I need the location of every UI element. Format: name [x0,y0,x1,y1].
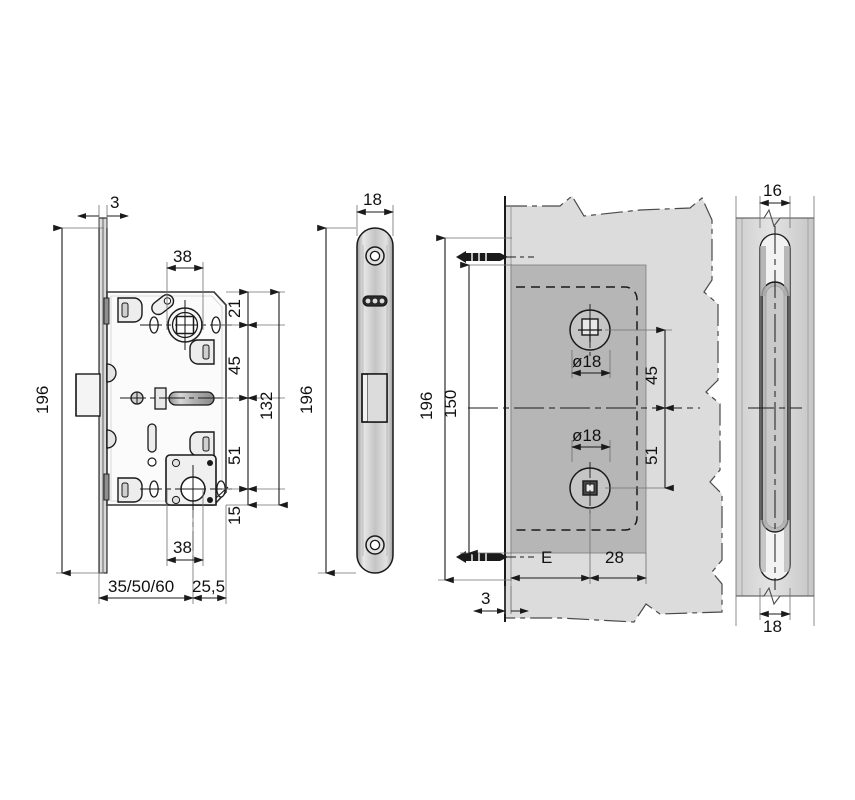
dim-label-3-install: 3 [481,589,490,608]
door-installation-view: 196 150 ø18 ø18 45 51 E [417,195,723,623]
dim-label-d18-bottom: ø18 [572,426,601,445]
dim-label-196-side: 196 [297,386,316,414]
side-view: 18 196 [297,190,395,577]
dim-label-E: E [541,548,552,567]
dim-18-edge: 18 [758,610,792,636]
dim-label-18-side: 18 [363,190,382,209]
front-view: 3 38 196 21 45 51 15 132 [33,193,288,604]
dim-faceplate-thickness-3: 3 [77,193,129,219]
dim-label-28: 28 [605,548,624,567]
edge-centre-lines [748,226,802,590]
side-screw-hole-bottom [365,535,385,555]
dim-label-16-edge: 16 [763,181,782,200]
dim-196-front: 196 [33,224,71,577]
dim-hole-bottom-d18: ø18 [570,426,612,451]
front-cylinder-plate [165,454,217,506]
dim-chain-front: 21 45 51 15 132 [225,288,288,525]
dim-label-18-edge: 18 [763,617,782,636]
dim-38-top: 38 [165,247,205,272]
front-latch-bolt [75,373,101,417]
dim-label-d18-top: ø18 [572,352,601,371]
edge-shading [760,246,790,572]
dim-backset-row: 35/50/60 25,5 [97,577,228,602]
dim-label-38-bottom: 38 [173,538,192,557]
side-trigger-slot [362,295,388,307]
dim-38-bottom: 38 [165,538,205,564]
side-screw-hole-top [365,246,385,266]
screw-icon-top [456,251,534,263]
dim-label-51-install: 51 [642,446,661,465]
edge-break-lines [736,208,814,606]
dim-label-51: 51 [225,446,244,465]
dim-label-196-front: 196 [33,386,52,414]
dim-45-install: 45 [642,326,674,412]
dim-label-196-install: 196 [417,392,436,420]
dim-150-install: 150 [441,261,478,557]
dim-label-15: 15 [225,506,244,525]
dim-16-edge: 16 [758,181,792,207]
dim-label-45: 45 [225,356,244,375]
install-hole-bottom [569,462,611,518]
dim-3-install: 3 [473,589,529,614]
dim-label-25-5: 25,5 [192,577,225,596]
dim-18-side: 18 [355,190,395,216]
dim-E-28: E 28 [509,548,648,582]
dim-196-install: 196 [417,234,454,584]
dim-label-132: 132 [257,392,276,420]
dim-label-3-top: 3 [110,193,119,212]
dim-hole-top-d18: ø18 [570,352,612,377]
dim-label-38-top: 38 [173,247,192,266]
dim-196-side: 196 [297,224,335,577]
mortise-pocket [510,264,647,554]
dim-51-install: 51 [642,404,674,492]
dim-label-150-install: 150 [441,390,460,418]
dim-label-45-install: 45 [642,366,661,385]
dim-label-backsets: 35/50/60 [108,577,174,596]
edge-section-view: 16 18 [735,181,815,636]
front-faceplate-lugs [103,297,110,501]
dim-label-21: 21 [225,299,244,318]
side-latch-opening [361,373,388,423]
